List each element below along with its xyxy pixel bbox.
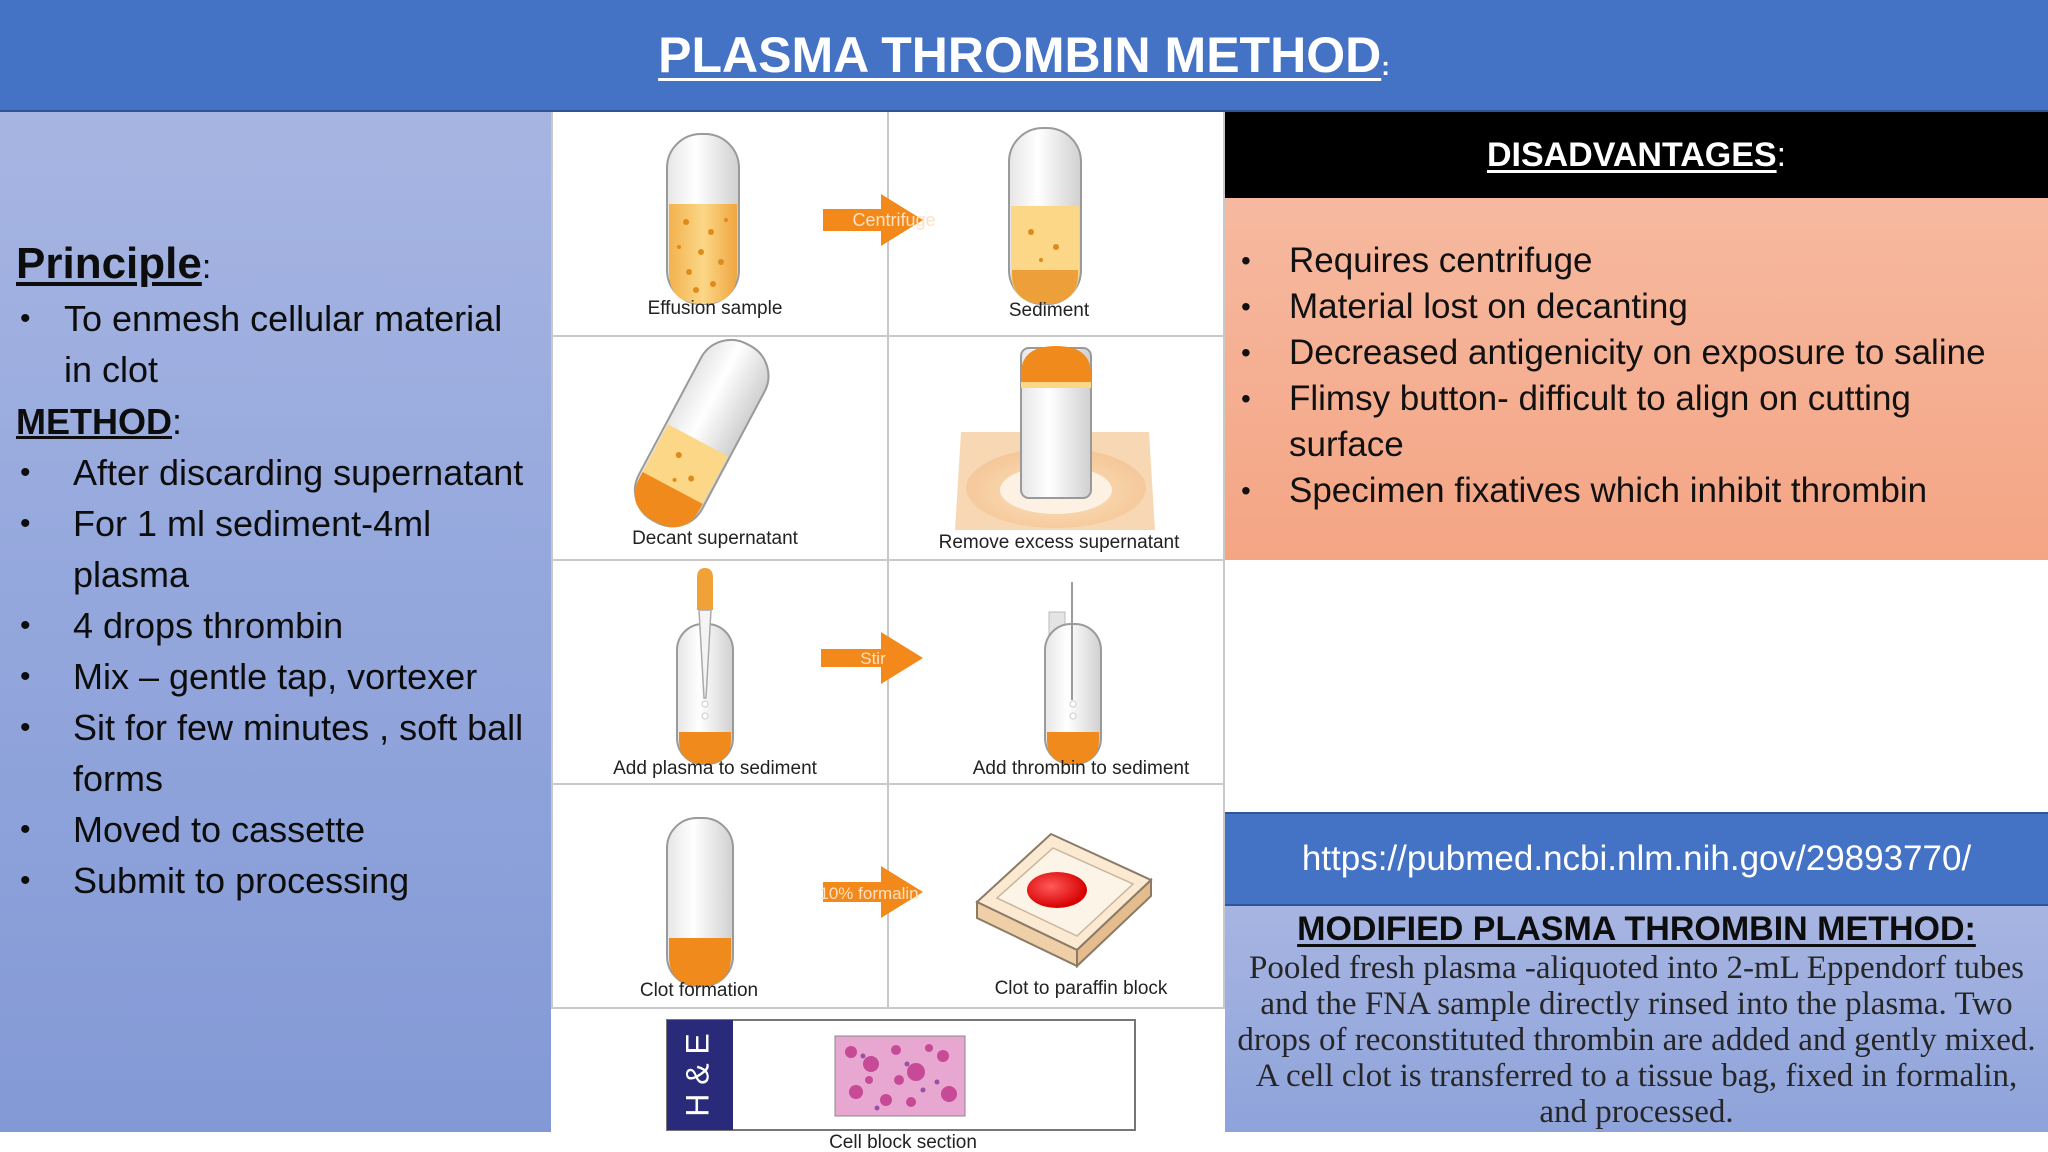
procedure-diagram: Effusion sample Centrifuge Sediment Deca…: [551, 112, 1225, 1152]
principle-heading: Principle:: [16, 238, 533, 293]
inverted-tube-icon: [955, 346, 1155, 530]
step-label: Cell block section: [829, 1132, 977, 1152]
step-label: Remove excess supernatant: [939, 532, 1181, 553]
disadvantage-item: Requires centrifuge: [1241, 238, 2028, 284]
page-title-colon: :: [1381, 50, 1390, 81]
effusion-tube-icon: [666, 133, 740, 305]
diagram-grid: [551, 112, 1225, 1009]
principle-item: To enmesh cellular material in clot: [16, 293, 533, 395]
method-item: Moved to cassette: [16, 804, 533, 855]
principle-colon: :: [201, 248, 212, 286]
disadvantages-heading: DISADVANTAGES:: [1225, 112, 2048, 198]
method-item: For 1 ml sediment-4ml plasma: [16, 498, 533, 600]
disadvantages-list: Requires centrifuge Material lost on dec…: [1241, 238, 2028, 514]
step-label: Sediment: [1009, 300, 1090, 321]
sediment-tube-icon: [1008, 127, 1082, 305]
arrow-label: Centrifuge: [852, 210, 935, 230]
left-panel: Principle: To enmesh cellular material i…: [0, 112, 551, 1132]
modified-method-text: Pooled fresh plasma -aliquoted into 2-mL…: [1237, 950, 2036, 1130]
procedure-diagram-svg: Effusion sample Centrifuge Sediment Deca…: [551, 112, 1225, 1152]
method-list: After discarding supernatant For 1 ml se…: [16, 447, 533, 906]
arrow-label: 10% formalin: [819, 884, 918, 903]
method-item: After discarding supernatant: [16, 447, 533, 498]
method-item: Submit to processing: [16, 855, 533, 906]
paraffin-block-icon: [975, 832, 1153, 969]
step-label: Decant supernatant: [632, 528, 799, 549]
reference-bar: https://pubmed.ncbi.nlm.nih.gov/29893770…: [1225, 812, 2048, 906]
page-title: PLASMA THROMBIN METHOD: [658, 27, 1382, 83]
disadvantage-item: Decreased antigenicity on exposure to sa…: [1241, 330, 2028, 376]
step-label: Add thrombin to sediment: [973, 758, 1190, 779]
method-colon: :: [172, 401, 183, 442]
step-label: Add plasma to sediment: [613, 758, 818, 779]
stir-tube-icon: [1044, 582, 1102, 765]
microscope-slide-icon: [666, 1019, 1136, 1131]
disadvantages-colon: :: [1776, 135, 1787, 174]
reference-link[interactable]: https://pubmed.ncbi.nlm.nih.gov/29893770…: [1301, 839, 1972, 878]
step-label: Clot to paraffin block: [995, 978, 1168, 999]
step-label: Clot formation: [640, 980, 758, 1001]
arrow-right-icon: [823, 194, 923, 246]
method-item: 4 drops thrombin: [16, 600, 533, 651]
step-label: Effusion sample: [648, 298, 783, 319]
stain-label: H & E: [679, 1033, 715, 1117]
method-item: Sit for few minutes , soft ball forms: [16, 702, 533, 804]
principle-list: To enmesh cellular material in clot: [16, 293, 533, 395]
arrow-right-icon: [823, 866, 923, 918]
arrow-label: Stir: [860, 649, 886, 668]
modified-method-box: MODIFIED PLASMA THROMBIN METHOD: Pooled …: [1225, 906, 2048, 1132]
dropper-tube-icon: [676, 568, 734, 765]
disadvantages-box: Requires centrifuge Material lost on dec…: [1225, 198, 2048, 560]
title-bar: PLASMA THROMBIN METHOD :: [0, 0, 2048, 112]
method-heading-text: METHOD: [16, 401, 172, 442]
arrow-right-icon: [821, 632, 923, 684]
method-item: Mix – gentle tap, vortexer: [16, 651, 533, 702]
disadvantage-item: Specimen fixatives which inhibit thrombi…: [1241, 468, 2028, 514]
disadvantage-item: Material lost on decanting: [1241, 284, 2028, 330]
method-heading: METHOD:: [16, 397, 533, 447]
tilted-tube-icon: [633, 338, 770, 528]
modified-method-title: MODIFIED PLASMA THROMBIN METHOD:: [1297, 910, 1976, 948]
principle-heading-text: Principle: [16, 239, 202, 288]
disadvantage-item: Flimsy button- difficult to align on cut…: [1241, 376, 2028, 468]
clot-tube-icon: [666, 817, 734, 987]
disadvantages-heading-text: DISADVANTAGES: [1486, 135, 1777, 174]
